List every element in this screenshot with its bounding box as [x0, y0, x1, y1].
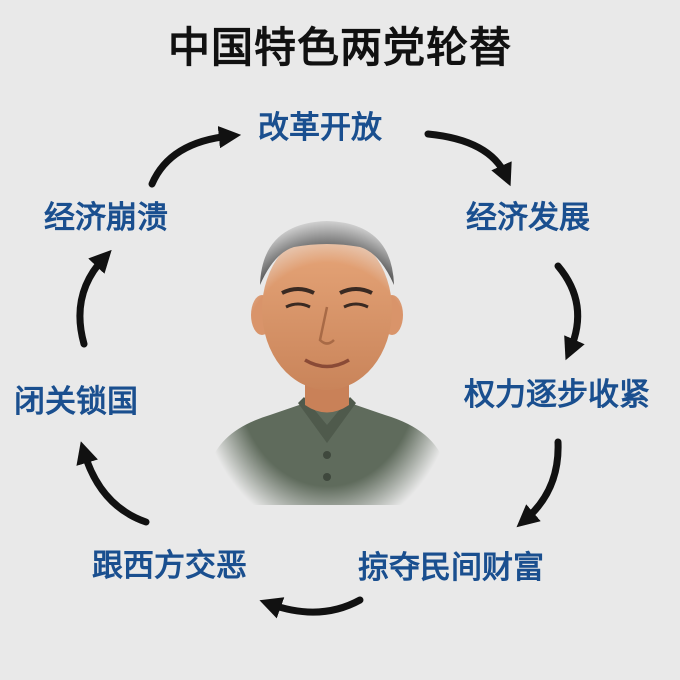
arrow-hostile-to-closed	[76, 441, 150, 526]
cycle-node-economic-growth: 经济发展	[466, 200, 590, 236]
cycle-node-reform-opening: 改革开放	[258, 110, 382, 146]
arrow-collapse-to-reform	[148, 125, 242, 188]
portrait-image	[210, 215, 445, 505]
cycle-node-closed-door: 闭关锁国	[14, 384, 138, 420]
cycle-node-power-tightening: 权力逐步收紧	[464, 377, 650, 413]
arrow-plunder-to-hostile	[259, 596, 364, 619]
arrow-tighten-to-plunder	[516, 438, 562, 528]
cycle-node-economic-collapse: 经济崩溃	[44, 200, 168, 236]
arrow-growth-to-tighten	[554, 262, 585, 361]
cycle-node-plunder-wealth: 掠夺民间财富	[358, 550, 544, 586]
arrow-closed-to-collapse	[76, 249, 112, 348]
cycle-node-hostile-west: 跟西方交恶	[92, 548, 247, 584]
arrow-reform-to-growth	[424, 130, 512, 187]
diagram-title: 中国特色两党轮替	[167, 23, 512, 72]
